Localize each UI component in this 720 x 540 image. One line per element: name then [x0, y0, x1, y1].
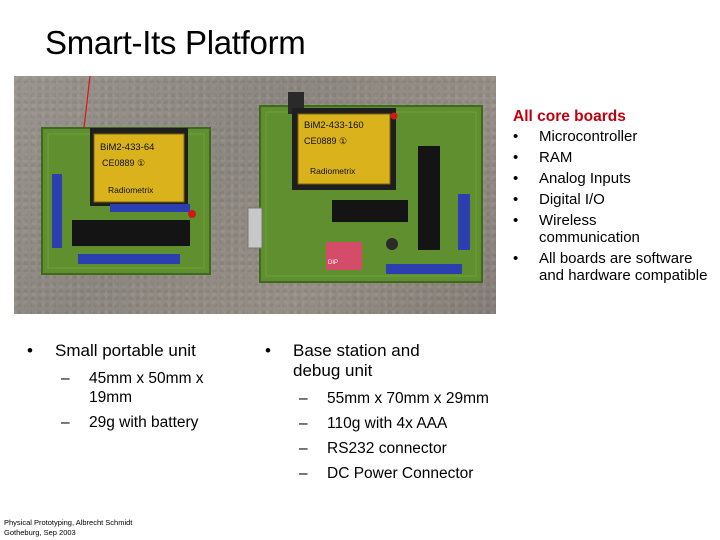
bullet-icon: •: [513, 250, 519, 267]
base-brand: Radiometrix: [310, 166, 356, 176]
base-module-label: BiM2-433-160: [304, 120, 364, 131]
base-station-section: •Base station and debug unit –55mm x 70m…: [265, 341, 555, 489]
bullet-icon: •: [513, 149, 519, 166]
base-board: BiM2-433-160 CE0889 ① Radiometrix DIP: [247, 92, 483, 283]
dash-icon: –: [299, 440, 308, 457]
dash-icon: –: [61, 414, 70, 431]
small-brand: Radiometrix: [108, 185, 154, 195]
core-boards-panel: All core boards •Microcontroller •RAM •A…: [513, 108, 718, 288]
list-item: •Digital I/O: [513, 191, 605, 208]
dash-icon: –: [299, 390, 308, 407]
slide-title: Smart-Its Platform: [45, 24, 306, 61]
bullet-icon: •: [513, 212, 519, 229]
base-station-bullet: •Base station and debug unit: [265, 341, 420, 380]
core-boards-heading: All core boards: [513, 108, 626, 125]
core-boards-list: •Microcontroller •RAM •Analog Inputs •Di…: [513, 128, 718, 284]
pcb-illustration: BiM2-433-64 CE0889 ① Radiometrix BiM2-43…: [41, 76, 483, 283]
list-item: –55mm x 70mm x 29mm: [299, 390, 489, 407]
small-unit-section: •Small portable unit –45mm x 50mm x 19mm…: [27, 341, 267, 438]
small-module-label: BiM2-433-64: [100, 142, 154, 153]
bullet-icon: •: [513, 128, 519, 145]
dash-icon: –: [299, 415, 308, 432]
small-board: BiM2-433-64 CE0889 ① Radiometrix: [41, 76, 211, 275]
list-item: –DC Power Connector: [299, 465, 474, 482]
small-ce-mark: CE0889 ①: [102, 158, 145, 168]
list-item: •RAM: [513, 149, 573, 166]
list-item: –110g with 4x AAA: [299, 415, 448, 432]
dip-label: DIP: [328, 260, 338, 266]
list-item: •All boards are software and hardware co…: [513, 250, 708, 284]
base-ce-mark: CE0889 ①: [304, 136, 347, 146]
bullet-icon: •: [27, 341, 33, 360]
footer-location-date: Gotheburg, Sep 2003: [4, 528, 76, 537]
footer-author: Physical Prototyping, Albrecht Schmidt: [4, 518, 133, 527]
hardware-photo: BiM2-433-64 CE0889 ① Radiometrix BiM2-43…: [14, 76, 496, 314]
list-item: •Microcontroller: [513, 128, 638, 145]
list-item: –45mm x 50mm x 19mm: [61, 370, 204, 406]
list-item: –29g with battery: [61, 414, 199, 431]
bullet-icon: •: [265, 341, 271, 360]
bullet-icon: •: [513, 191, 519, 208]
dash-icon: –: [61, 370, 70, 387]
dash-icon: –: [299, 465, 308, 482]
small-unit-bullet: •Small portable unit: [27, 341, 196, 360]
list-item: •Wireless communication: [513, 212, 640, 246]
bullet-icon: •: [513, 170, 519, 187]
slide-footer: Physical Prototyping, Albrecht Schmidt G…: [4, 518, 132, 538]
list-item: –RS232 connector: [299, 440, 447, 457]
list-item: •Analog Inputs: [513, 170, 631, 187]
